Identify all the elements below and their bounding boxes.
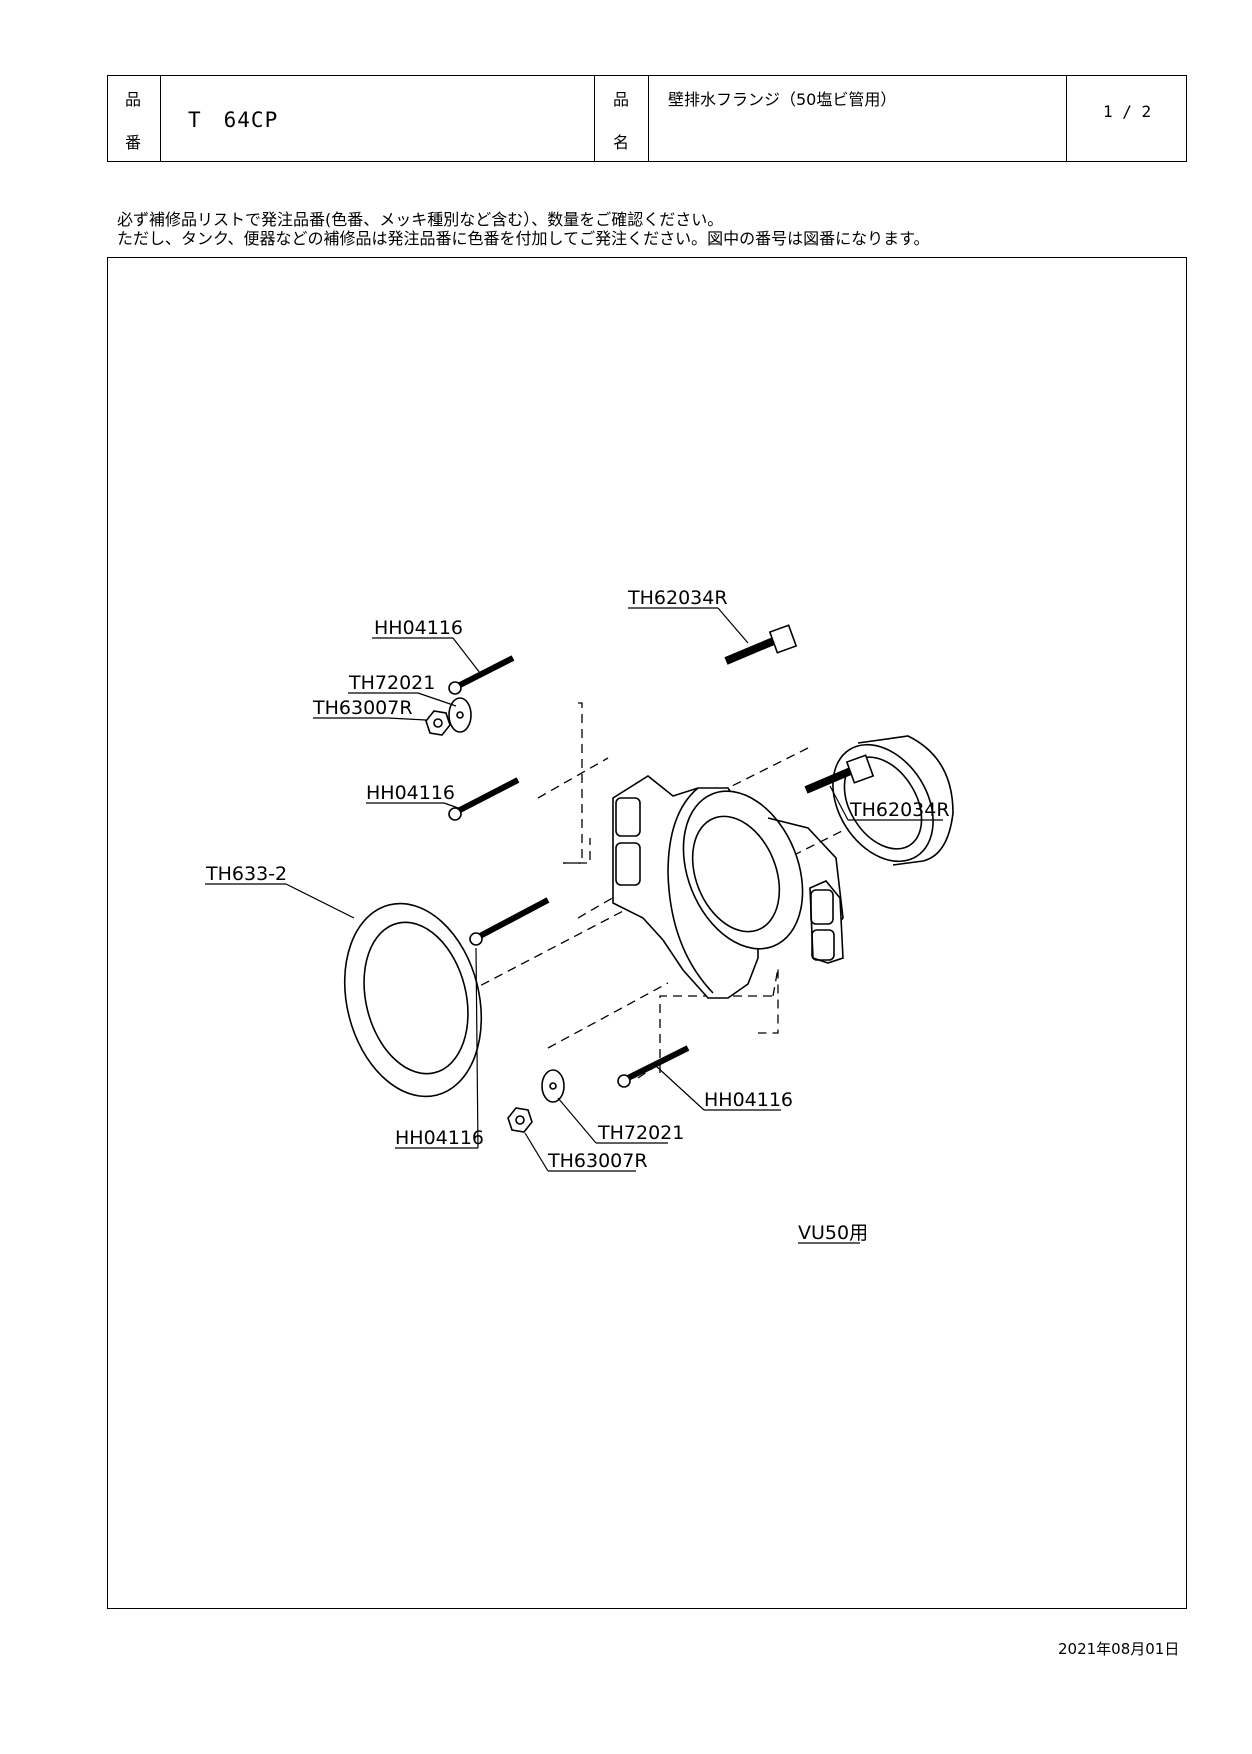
screw-bottom-right <box>617 1045 690 1088</box>
label-screw-top: HH04116 <box>374 617 463 639</box>
label-nut-top: TH63007R <box>312 697 413 719</box>
flange-body <box>612 775 844 999</box>
label-gasket: TH633-2 <box>205 863 287 885</box>
label-vu50-note: VU50用 <box>798 1222 868 1244</box>
washer-bottom <box>541 1069 565 1103</box>
title-block: 品 番 T 64CP 品 名 壁排水フランジ（50塩ビ管用） 1 / 2 <box>107 75 1187 162</box>
part-no-label: 番 <box>125 133 142 152</box>
notice-line-1: 必ず補修品リストで発注品番(色番、メッキ種別など含む）、数量をご確認ください。 <box>117 210 724 229</box>
label-screw-bottom-right: HH04116 <box>704 1089 793 1111</box>
nut-top <box>425 710 451 736</box>
exploded-view-frame: HH04116 TH72021 TH63007R HH04116 TH62034… <box>107 257 1187 1609</box>
part-name-label: 品 <box>613 90 630 109</box>
label-screw-mid: HH04116 <box>366 782 455 804</box>
bolt-top <box>724 624 798 665</box>
screw-mid <box>448 777 520 821</box>
part-name: 壁排水フランジ（50塩ビ管用） <box>668 90 897 109</box>
divider <box>648 76 649 161</box>
label-bolt-right: TH62034R <box>849 799 950 821</box>
notice-line-2: ただし、タンク、便器などの補修品は発注品番に色番を付加してご発注ください。図中の… <box>117 229 930 248</box>
label-nut-bottom: TH63007R <box>547 1150 648 1172</box>
divider <box>594 76 595 161</box>
leader-lines <box>205 607 943 1244</box>
gasket <box>343 902 483 1098</box>
label-screw-bottom-left: HH04116 <box>395 1127 484 1149</box>
part-no-label: 品 <box>125 90 142 109</box>
bolt-right <box>804 754 875 794</box>
screw-bottom-left <box>469 897 550 946</box>
nut-bottom <box>507 1107 533 1133</box>
label-washer-top: TH72021 <box>348 672 435 694</box>
part-name-label: 名 <box>613 133 630 152</box>
part-number: T 64CP <box>188 108 279 132</box>
page-number: 1 / 2 <box>1103 102 1152 121</box>
part-labels: HH04116 TH72021 TH63007R HH04116 TH62034… <box>205 587 950 1244</box>
issue-date: 2021年08月01日 <box>1058 1640 1180 1658</box>
divider <box>160 76 161 161</box>
divider <box>1066 76 1067 161</box>
screw-top <box>448 655 515 695</box>
label-bolt-top: TH62034R <box>627 587 728 609</box>
washer-top <box>448 697 472 733</box>
label-washer-bottom: TH72021 <box>597 1122 684 1144</box>
exploded-view-diagram: HH04116 TH72021 TH63007R HH04116 TH62034… <box>205 587 954 1244</box>
